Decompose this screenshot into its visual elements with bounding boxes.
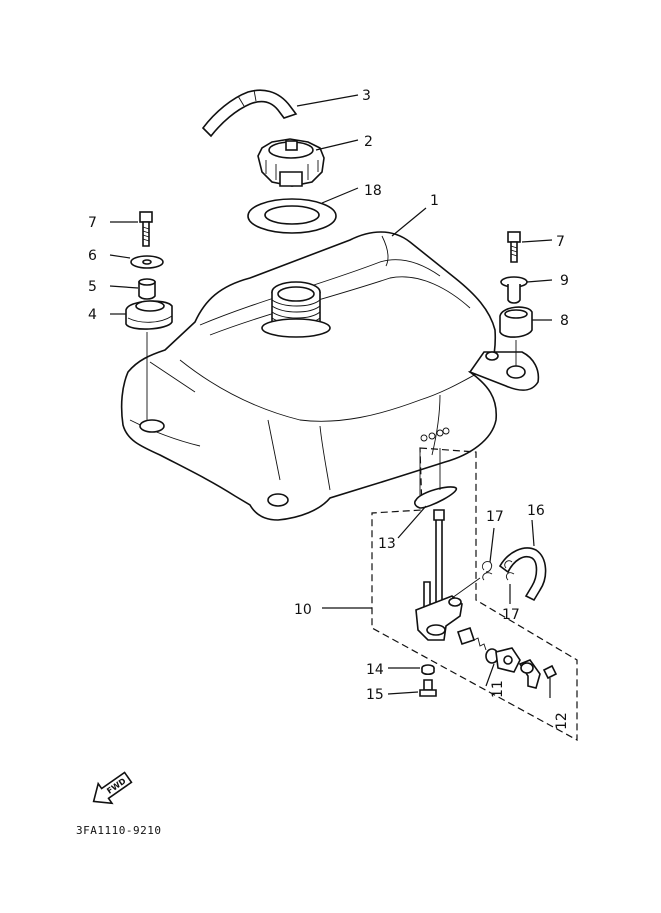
part-2-fuel-cap: [257, 138, 359, 187]
callout-4: 4: [88, 307, 97, 323]
callout-11: 11: [490, 680, 506, 698]
callout-3: 3: [362, 88, 371, 104]
part-15-screw: [387, 679, 437, 697]
callout-10: 10: [294, 602, 312, 618]
callout-6: 6: [88, 248, 97, 264]
callout-18: 18: [364, 183, 382, 199]
part-11-lever-parts: [456, 626, 521, 687]
callout-17-bottom: 17: [502, 607, 520, 623]
part-12-lever: [518, 659, 558, 698]
callout-17-top: 17: [486, 509, 504, 525]
callout-12: 12: [554, 712, 570, 730]
part-3-breather-hose: [201, 89, 359, 138]
callout-16: 16: [527, 503, 545, 519]
callout-7-right: 7: [556, 234, 565, 250]
part-17-hose-clips: [481, 527, 515, 604]
fwd-arrow-icon: FWD: [92, 771, 133, 805]
callout-14: 14: [366, 662, 384, 678]
left-mount-stack: [109, 211, 173, 420]
drawing-code: 3FA1110-9210: [76, 824, 161, 837]
part-13-seal: [397, 448, 457, 539]
callout-2: 2: [364, 134, 373, 150]
callout-5: 5: [88, 279, 97, 295]
part-16-fuel-hose: [498, 519, 547, 602]
part-10-fuel-cock: [322, 509, 481, 641]
callout-1: 1: [430, 193, 439, 209]
right-mount-stack: [499, 231, 553, 366]
part-18-gasket: [247, 187, 359, 234]
callout-8: 8: [560, 313, 569, 329]
callout-13: 13: [378, 536, 396, 552]
callout-labels: 1 2 3 4 5 6 7 7 8 9 10 11 12 13 14 15 16…: [88, 88, 570, 730]
callout-7-left: 7: [88, 215, 97, 231]
callout-9: 9: [560, 273, 569, 289]
callout-15: 15: [366, 687, 384, 703]
part-14-washer: [388, 664, 435, 676]
part-1-fuel-tank: [120, 207, 540, 521]
fuel-cock-assembly-outline: [371, 447, 578, 742]
